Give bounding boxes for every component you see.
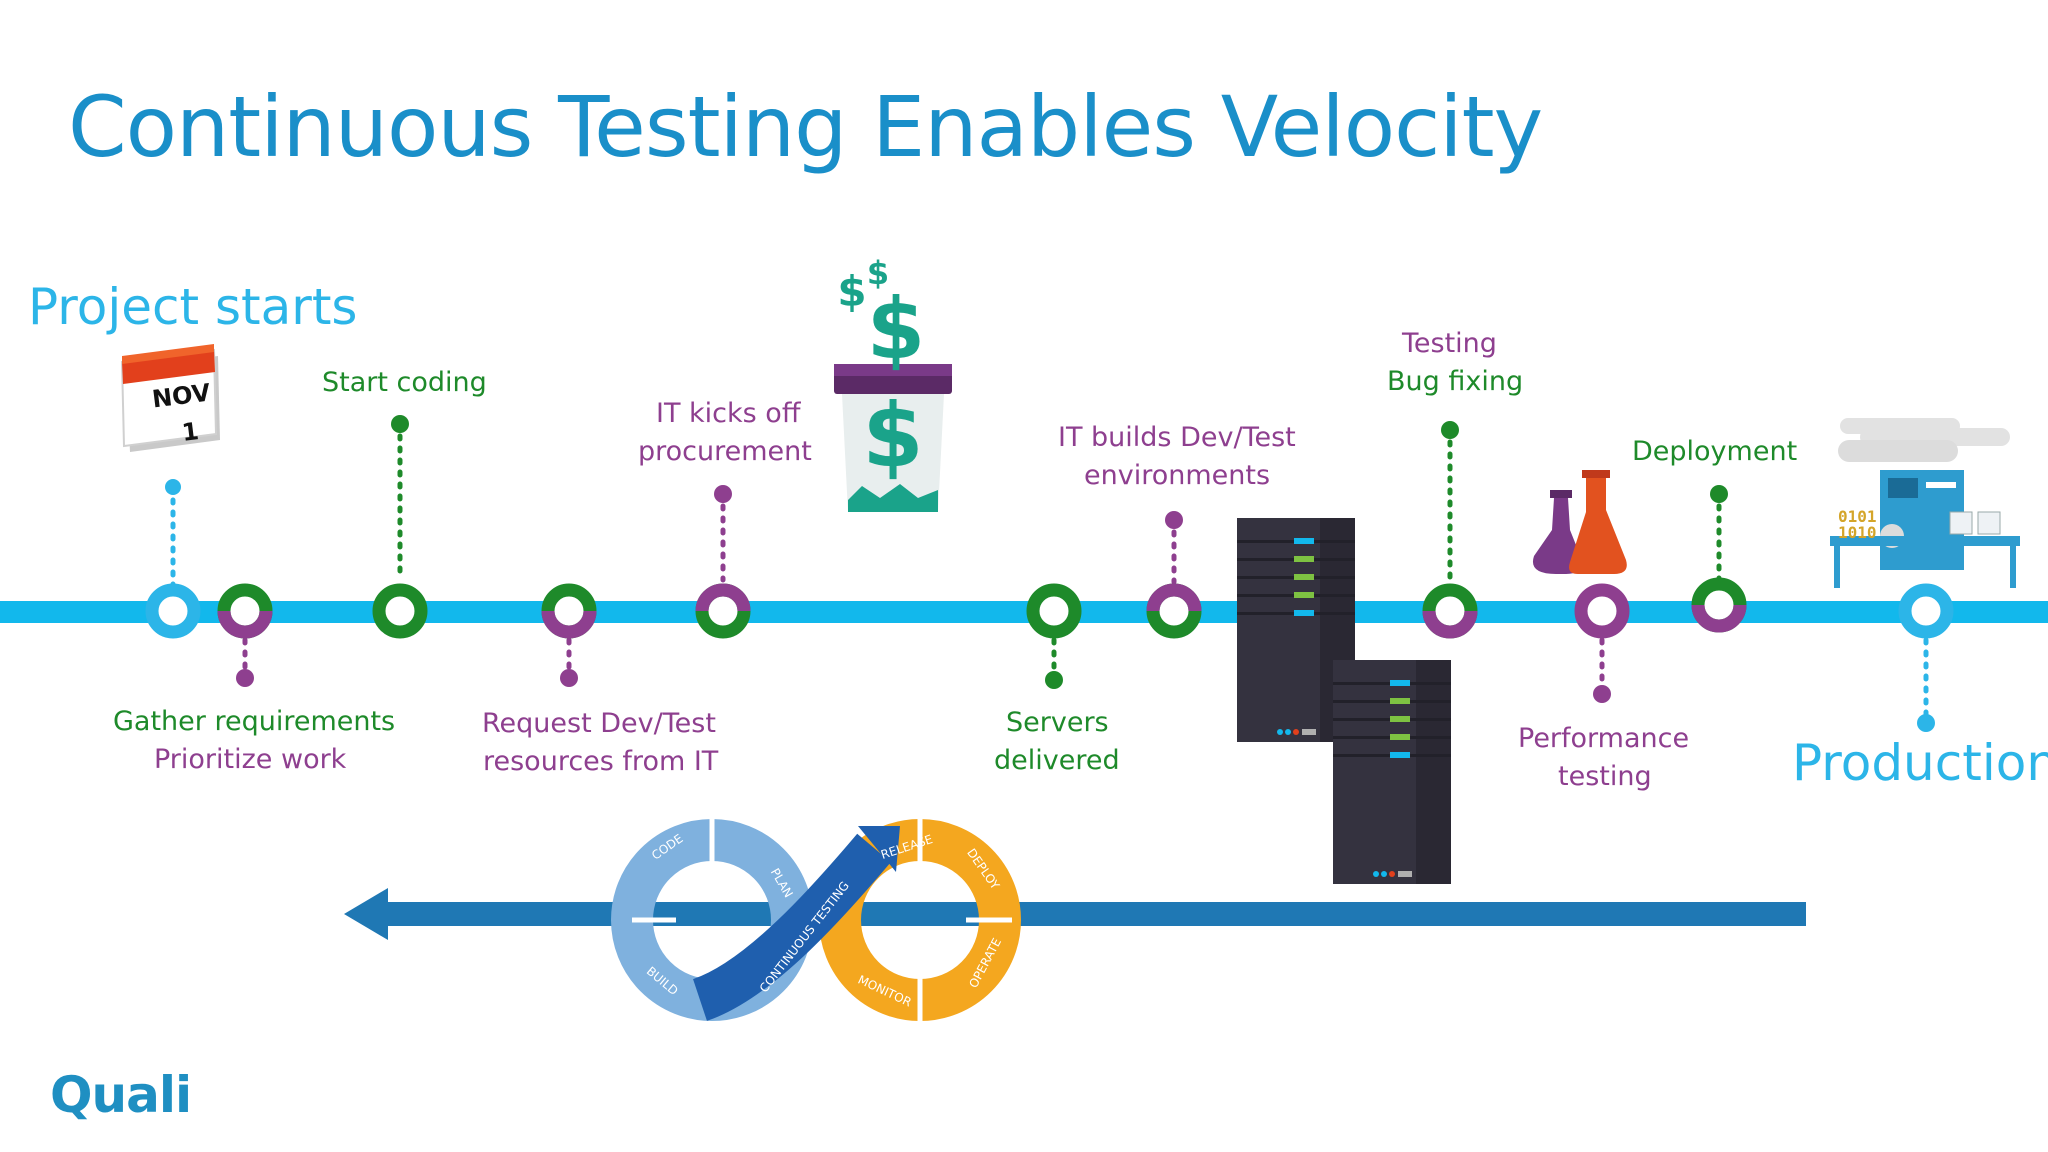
label-resources-from-it: resources from IT [483, 746, 719, 777]
factory-icon: 0101 1010 [1830, 418, 2020, 588]
timeline-bar [0, 601, 2048, 623]
label-prioritize-work: Prioritize work [154, 744, 347, 775]
label-performance-testing: testing [1558, 761, 1652, 792]
svg-text:$: $ [867, 254, 889, 292]
label-deployment: Deployment [1632, 436, 1798, 467]
label-start-coding: Start coding [322, 367, 487, 398]
quali-logo: Quali [50, 1066, 192, 1124]
svg-text:$: $ [867, 280, 925, 378]
dot-deployment [1710, 485, 1728, 503]
label-performance: Performance [1518, 723, 1690, 754]
label-environments: environments [1084, 460, 1271, 491]
dot-project-start [165, 479, 181, 495]
milestone-project-start [145, 583, 201, 639]
svg-text:1010: 1010 [1838, 523, 1877, 542]
milestone-testing [1422, 583, 1478, 639]
label-testing: Testing [1402, 328, 1497, 359]
dot-testing [1441, 421, 1459, 439]
label-request-devtest: Request Dev/Test [482, 708, 716, 739]
milestone-start-coding [372, 583, 428, 639]
label-gather-requirements: Gather requirements [113, 706, 396, 737]
label-bug-fixing: Bug fixing [1387, 366, 1524, 397]
label-it-kicks-off: IT kicks off [656, 398, 801, 429]
flasks-icon [1532, 470, 1627, 574]
production-label: Production [1792, 734, 2048, 792]
dot-request [560, 669, 578, 687]
label-delivered: delivered [994, 745, 1120, 776]
feedback-arrow [344, 888, 1806, 940]
milestone-performance [1574, 583, 1630, 639]
project-starts-label: Project starts [28, 278, 358, 336]
calendar-icon [120, 344, 220, 452]
milestone-deployment [1691, 577, 1747, 633]
dot-it-builds [1165, 511, 1183, 529]
milestone-it-builds [1146, 583, 1202, 639]
servers-icon [1237, 518, 1451, 884]
milestone-production [1898, 583, 1954, 639]
dot-gather [236, 669, 254, 687]
milestone-request [541, 583, 597, 639]
svg-text:0101: 0101 [1838, 507, 1877, 526]
label-servers: Servers [1006, 707, 1109, 738]
page-title: Continuous Testing Enables Velocity [68, 78, 1543, 176]
dot-performance [1593, 685, 1611, 703]
milestone-gather [217, 583, 273, 639]
label-it-builds: IT builds Dev/Test [1058, 422, 1296, 453]
money-jar-icon: $ $ $ $ [834, 254, 952, 512]
devops-infinity-loop [611, 812, 1021, 1028]
dot-it-kicks-off [714, 485, 732, 503]
milestone-servers [1026, 583, 1082, 639]
milestone-it-kicks-off [695, 583, 751, 639]
dot-production [1917, 714, 1935, 732]
label-procurement: procurement [638, 436, 812, 467]
dot-servers [1045, 671, 1063, 689]
calendar-day: 1 [180, 417, 201, 447]
svg-text:$: $ [837, 267, 866, 316]
dot-start-coding [391, 415, 409, 433]
svg-text:$: $ [862, 384, 923, 487]
